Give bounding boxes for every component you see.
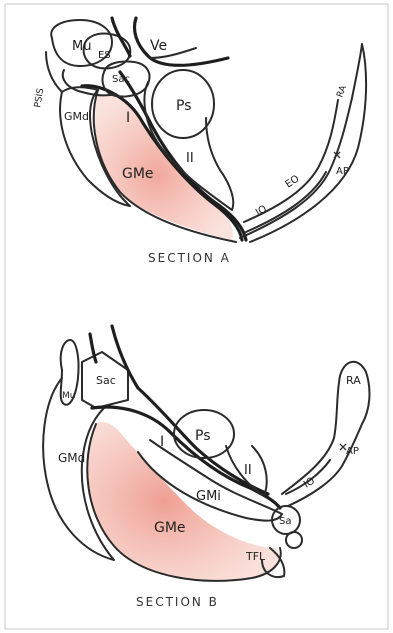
- section-a-label-es: ES: [98, 50, 111, 61]
- section-a-label-ra: RA: [335, 83, 349, 99]
- section-a-label-mu: Mu: [72, 39, 91, 54]
- section-a-label-sac: Sac: [112, 74, 130, 85]
- section-b-label-sa: Sa: [279, 516, 291, 527]
- section-b-sa-small: [286, 532, 302, 548]
- section-a-label-eo: EO: [284, 173, 302, 190]
- section-b-diagram: [43, 326, 369, 581]
- section-a-label-gme: GMe: [122, 166, 154, 182]
- section-b-label-gmi: GMi: [196, 489, 221, 504]
- section-b-label-sac: Sac: [96, 374, 116, 387]
- section-b-label-tfl: TFL: [245, 550, 266, 563]
- section-b-caption: SECTION B: [136, 595, 219, 609]
- section-b-label-ii: II: [244, 463, 252, 478]
- section-b-label-io: IO: [302, 476, 317, 491]
- section-a-label-ve: Ve: [150, 38, 167, 54]
- section-b-label-mu: Mu: [62, 391, 75, 401]
- section-b-label-gme: GMe: [154, 520, 186, 536]
- section-a-sleeve-inner: [244, 100, 338, 222]
- section-b-label-gmd: GMd: [58, 451, 85, 465]
- section-a-label-ii: II: [186, 151, 194, 166]
- section-a-caption: SECTION A: [148, 251, 231, 265]
- section-a-label-ps: Ps: [176, 98, 192, 114]
- section-a-diagram: [46, 18, 366, 242]
- section-b-label-i: I: [160, 434, 164, 450]
- section-a-label-i: I: [126, 110, 130, 126]
- section-b-label-ap: AP: [346, 446, 359, 457]
- section-a-label-gmd: GMd: [64, 110, 89, 123]
- section-b-label-ra: RA: [346, 374, 361, 387]
- section-a-label-ap: AP: [336, 166, 349, 177]
- section-b-label-ps: Ps: [195, 428, 211, 444]
- section-a-label-psis: PSIS: [33, 87, 46, 108]
